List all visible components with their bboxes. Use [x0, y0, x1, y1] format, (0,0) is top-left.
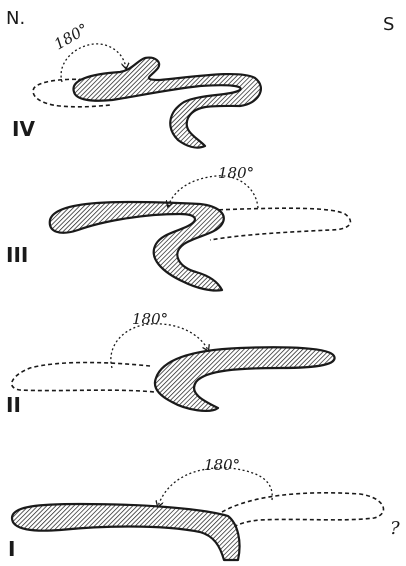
- stage-iv-hatched-fold: [73, 58, 260, 148]
- stage-iii-rotation-label: 180°: [218, 164, 254, 182]
- stage-i-dashed-outline: [222, 493, 383, 540]
- stage-iv-rotation-label: 180°: [51, 20, 91, 54]
- stage-iii-dashed-outline: [210, 208, 350, 240]
- stage-i-rotation-label: 180°: [204, 456, 240, 474]
- stage-ii-dashed-outline: [12, 363, 155, 393]
- stage-i-numeral: I: [8, 537, 15, 561]
- stage-ii-numeral: II: [6, 393, 21, 417]
- stage-iii-hatched-fold: [50, 202, 224, 291]
- stage-i: 180° I ?: [8, 456, 400, 561]
- north-label: N.: [6, 8, 25, 29]
- stage-ii: 180° II: [6, 310, 335, 417]
- stage-iv: 180° IV: [12, 20, 261, 148]
- stage-iii-numeral: III: [6, 243, 28, 267]
- stage-ii-rotation-label: 180°: [132, 310, 168, 328]
- question-mark: ?: [390, 518, 400, 539]
- south-label: S: [383, 14, 394, 35]
- stage-iii: 180° III: [6, 164, 350, 291]
- stage-ii-hatched-fold: [155, 347, 335, 411]
- stage-iv-numeral: IV: [12, 117, 35, 141]
- stage-i-hatched-fold: [12, 504, 240, 560]
